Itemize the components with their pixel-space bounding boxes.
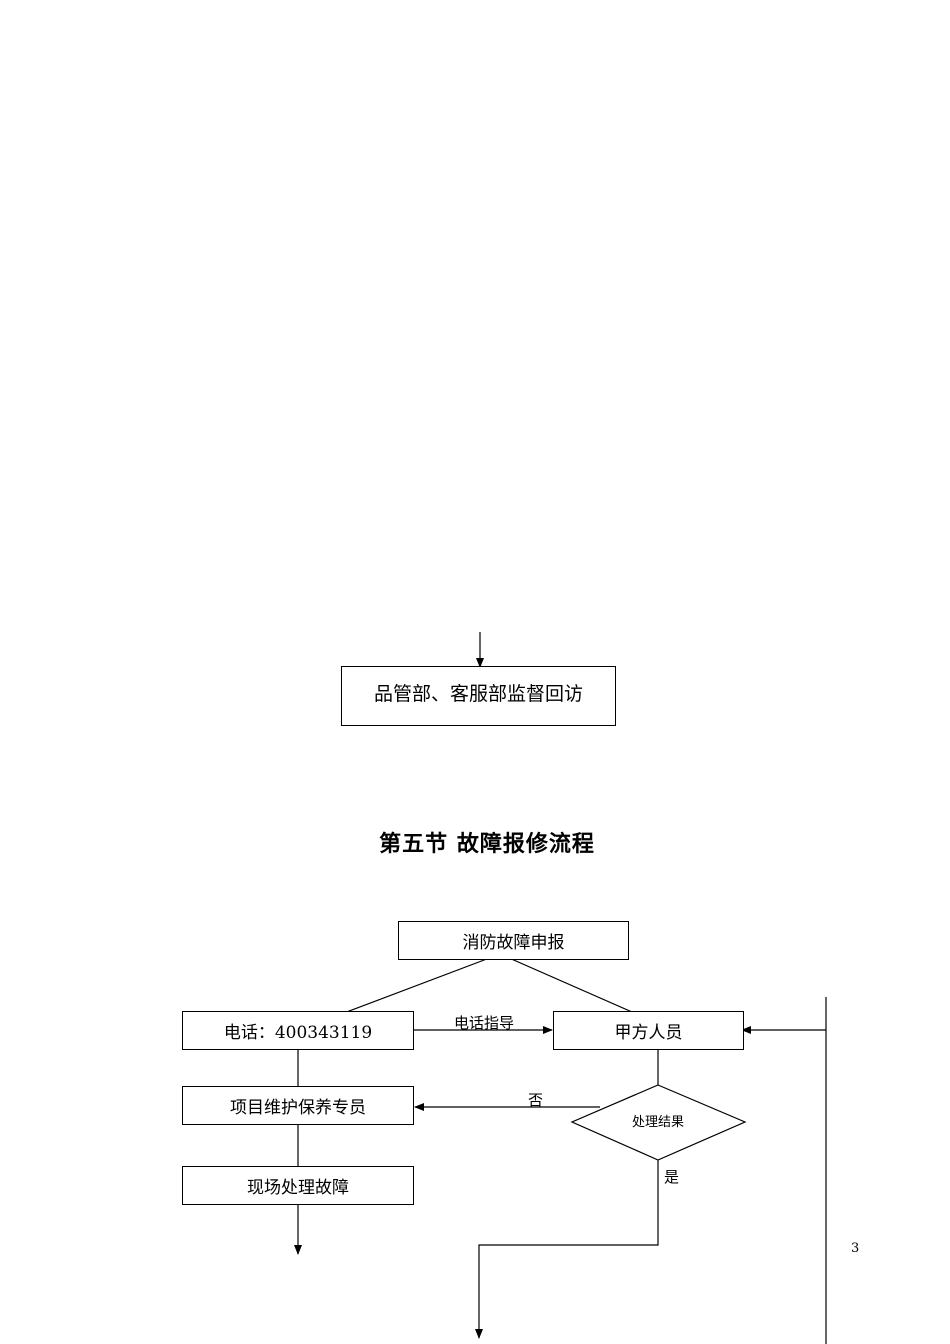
onsite-box-label: 现场处理故障 [247, 1178, 349, 1198]
edge-label-yes: 是 [664, 1168, 680, 1186]
decision-diamond [570, 1084, 747, 1161]
party-box-label: 甲方人员 [614, 1023, 683, 1043]
phone-box: 电话：400343119 [182, 1011, 414, 1050]
start-box: 消防故障申报 [398, 921, 629, 960]
review-box-label: 品管部、客服部监督回访 [373, 683, 583, 705]
edge-label-guidance: 电话指导 [454, 1014, 515, 1032]
onsite-box: 现场处理故障 [182, 1166, 414, 1205]
start-box-label: 消防故障申报 [462, 933, 565, 953]
edge-label-no: 否 [528, 1091, 544, 1109]
phone-box-label: 电话：400343119 [223, 1023, 373, 1043]
arrow-start-to-phone [327, 953, 501, 1020]
maint-box-label: 项目维护保养专员 [230, 1098, 366, 1118]
maint-box: 项目维护保养专员 [182, 1086, 414, 1125]
decision-label: 处理结果 [631, 1115, 684, 1130]
party-box: 甲方人员 [553, 1011, 744, 1050]
arrow-start-to-party [499, 953, 649, 1020]
page-number: 3 [851, 1241, 860, 1256]
section-title: 第五节 故障报修流程 [379, 832, 595, 857]
review-box: 品管部、客服部监督回访 [341, 666, 616, 726]
arrow-decision-yes [475, 1160, 659, 1339]
